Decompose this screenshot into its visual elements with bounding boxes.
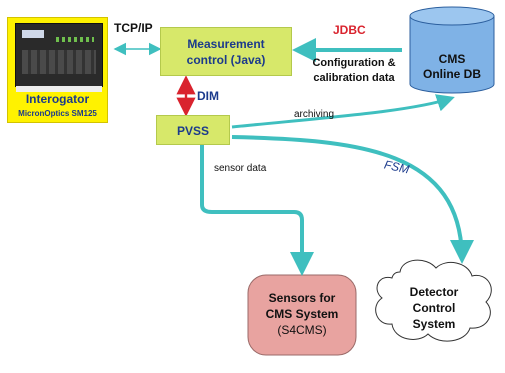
sensors-line3: (S4CMS) (277, 323, 327, 337)
pvss-node: PVSS (156, 115, 230, 145)
cms-db-line1: CMS (438, 52, 466, 66)
interrogator-title: Interogator (25, 92, 90, 106)
cms-db-line2: Online DB (422, 67, 481, 81)
interrogator-device-image (15, 23, 103, 92)
dim-label: DIM (197, 89, 219, 103)
detector-line3: System (412, 317, 456, 331)
detector-label: Detector Control System (392, 284, 476, 332)
pvss-label: PVSS (176, 124, 209, 138)
config-line2: calibration data (313, 72, 395, 84)
sensor-data-label: sensor data (214, 163, 267, 174)
sensors-label: Sensors for CMS System (S4CMS) (248, 290, 356, 338)
sensors-line1: Sensors for (268, 291, 336, 305)
config-calibration-label: Configuration & calibration data (306, 56, 402, 86)
sensors-line2: CMS System (265, 307, 339, 321)
measurement-control-node: Measurement control (Java) (160, 27, 292, 76)
fsm-arrow (231, 135, 474, 264)
detector-line2: Control (412, 301, 456, 315)
cms-online-db-cylinder (409, 6, 495, 94)
detector-control-cloud (375, 259, 492, 342)
measurement-line1: Measurement (187, 37, 265, 51)
cms-db-label: CMS Online DB (410, 52, 494, 82)
tcpip-label: TCP/IP (114, 21, 153, 35)
jdbc-label: JDBC (333, 23, 366, 37)
interrogator-node: Interogator MicronOptics SM125 (7, 17, 108, 123)
sensor-data-arrow (200, 145, 314, 276)
measurement-line2: control (Java) (186, 53, 266, 67)
interrogator-model: MicronOptics SM125 (18, 109, 97, 118)
detector-line1: Detector (409, 285, 459, 299)
config-line1: Configuration & (312, 57, 396, 69)
archiving-arrow (231, 94, 455, 129)
archiving-label: archiving (294, 109, 335, 120)
